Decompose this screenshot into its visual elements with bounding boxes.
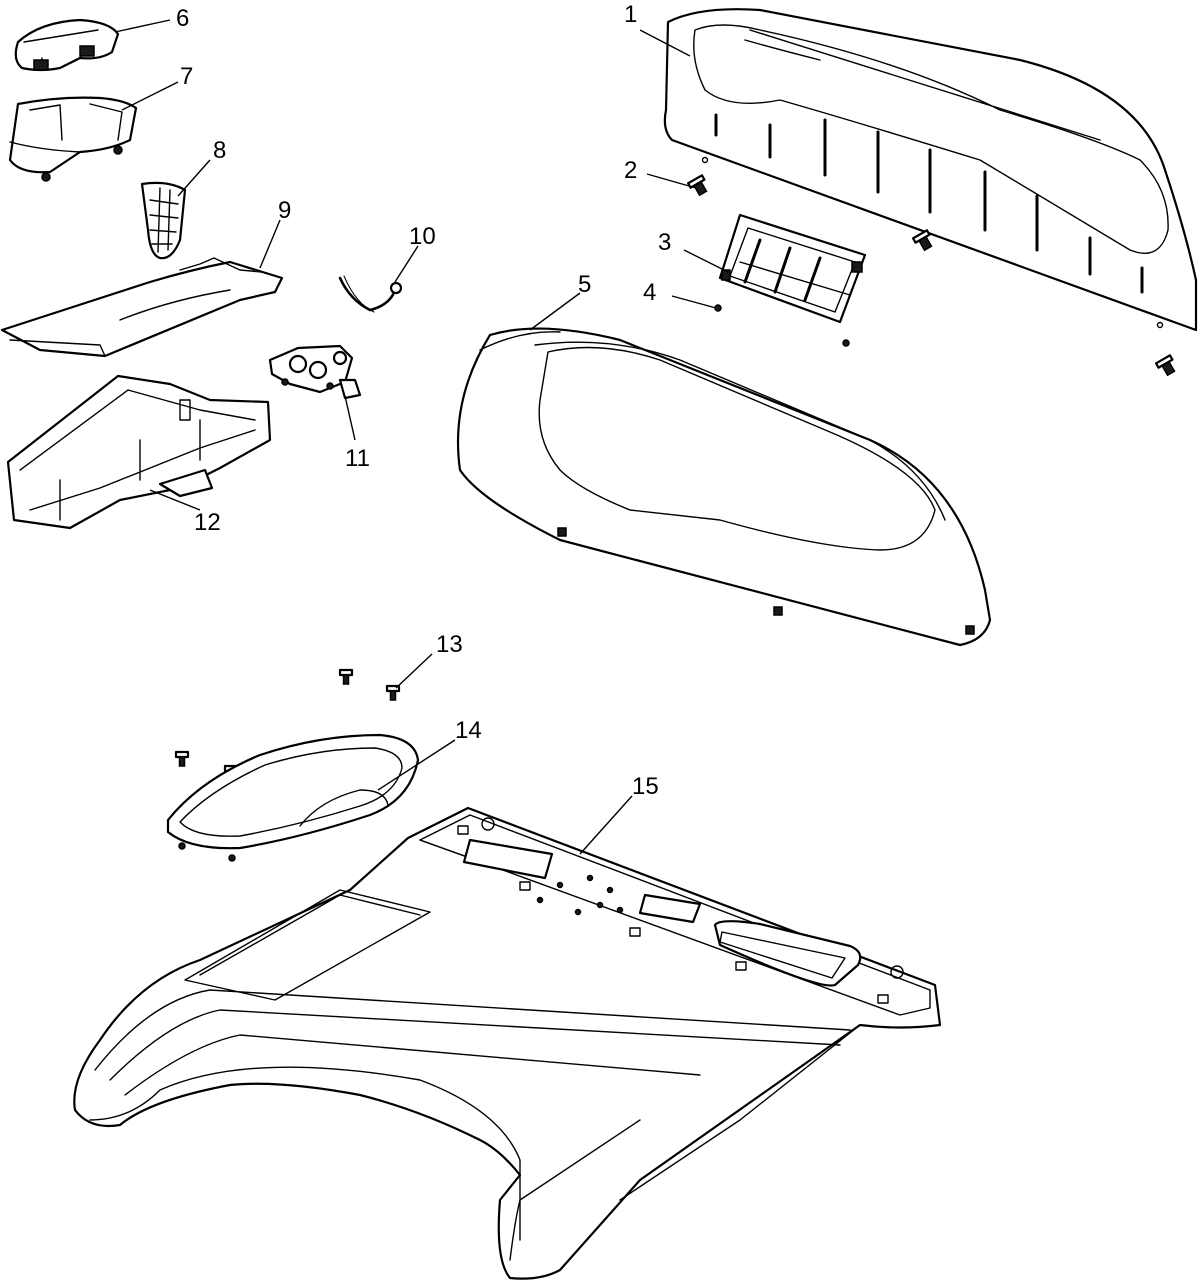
callout-5: 5	[578, 271, 591, 298]
part-12-dispenser-housing	[6, 374, 272, 530]
callout-1: 1	[624, 1, 637, 28]
part-15-top-cover	[73, 806, 942, 1280]
part-10-hose	[338, 275, 403, 313]
part-7-dispenser-cup	[8, 96, 138, 182]
callout-12: 12	[194, 509, 221, 536]
part-8-filter-screen	[140, 181, 187, 260]
callout-2: 2	[624, 157, 637, 184]
callout-10: 10	[409, 223, 436, 250]
panel-vent-slots	[714, 113, 1144, 294]
callout-15: 15	[632, 773, 659, 800]
part-3-control-bracket	[718, 213, 867, 324]
callout-11: 11	[345, 445, 370, 472]
part-5-console-housing	[456, 327, 992, 647]
callout-4: 4	[643, 279, 656, 306]
callout-8: 8	[213, 137, 226, 164]
callout-14: 14	[455, 717, 482, 744]
callout-labels: 1 2 3 4 5 6 7 8 9 10 11 12 13 14 15	[176, 1, 671, 800]
part-14-lid-trim	[166, 733, 420, 862]
part-1-console-rear-panel	[663, 8, 1198, 332]
callout-3: 3	[658, 229, 671, 256]
callout-7: 7	[180, 63, 193, 90]
leader-lines	[114, 19, 729, 855]
part-11-water-valve	[268, 344, 362, 400]
callout-9: 9	[278, 197, 291, 224]
callout-6: 6	[176, 5, 189, 32]
part-6-dispenser-cap	[14, 18, 120, 72]
callout-13: 13	[436, 631, 463, 658]
part-9-dispenser-top	[0, 257, 284, 358]
